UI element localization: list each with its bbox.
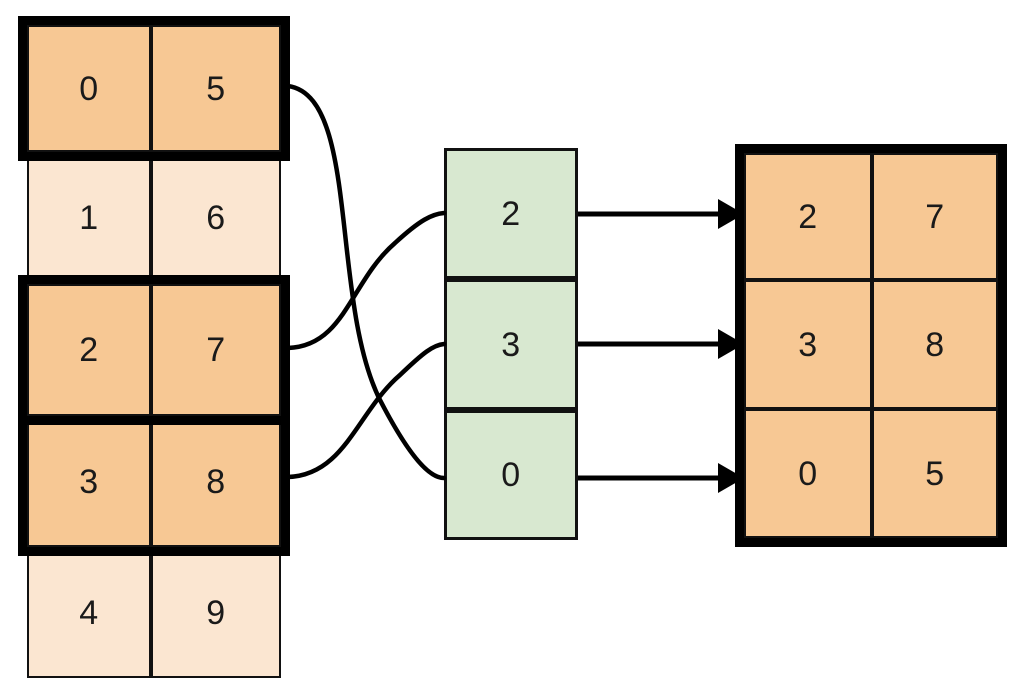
table-cell[interactable]: 7 — [151, 284, 281, 416]
curve-source-row-0-to-index-2 — [285, 83, 447, 481]
table-cell[interactable]: 0 — [27, 25, 151, 152]
index-cell[interactable]: 3 — [444, 279, 578, 410]
arrow-head-index-1-to-result-1 — [718, 329, 744, 359]
result-cell[interactable]: 5 — [872, 409, 998, 538]
table-cell[interactable]: 2 — [27, 284, 151, 416]
result-cell[interactable]: 7 — [872, 153, 998, 280]
arrow-head-index-2-to-result-2 — [718, 463, 744, 493]
result-cell[interactable]: 8 — [872, 280, 998, 409]
result-cell[interactable]: 3 — [744, 280, 872, 409]
index-cell[interactable]: 2 — [444, 148, 578, 279]
table-cell[interactable]: 5 — [151, 25, 281, 152]
table-cell[interactable]: 6 — [151, 152, 281, 284]
result-cell[interactable]: 2 — [744, 153, 872, 280]
result-cell[interactable]: 0 — [744, 409, 872, 538]
table-cell[interactable]: 4 — [27, 547, 151, 678]
curve-source-row-2-to-index-0 — [285, 210, 447, 351]
index-cell[interactable]: 0 — [444, 410, 578, 540]
table-cell[interactable]: 8 — [151, 416, 281, 547]
table-cell[interactable]: 3 — [27, 416, 151, 547]
table-cell[interactable]: 9 — [151, 547, 281, 678]
curve-source-row-3-to-index-1 — [285, 341, 447, 480]
table-cell[interactable]: 1 — [27, 152, 151, 284]
arrow-head-index-0-to-result-0 — [718, 199, 744, 229]
